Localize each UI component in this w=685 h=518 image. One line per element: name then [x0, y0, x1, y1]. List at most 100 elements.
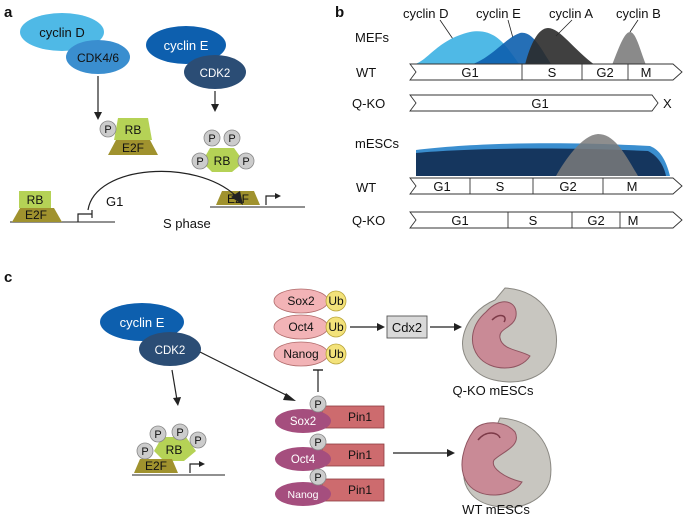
rb-shape [114, 118, 152, 140]
phase-g1: G1 [451, 213, 468, 228]
phase-g1: G1 [531, 96, 548, 111]
mescs-wt-label: WT [356, 180, 376, 195]
arrowhead [199, 461, 205, 467]
legend-cyclin-e: cyclin E [476, 6, 521, 21]
mescs-qko-label: Q-KO [352, 213, 385, 228]
mefs-wt-label: WT [356, 65, 376, 80]
cycle-arrow [409, 177, 683, 195]
arrowhead [283, 393, 296, 401]
legend-leader [507, 19, 514, 39]
embryo-detail [491, 314, 506, 323]
arrowhead [454, 323, 462, 331]
phosphate-icon [189, 431, 207, 449]
phosphate-icon [149, 425, 167, 443]
e2f-shape [12, 208, 62, 222]
phosphate-icon [309, 395, 327, 413]
s-phase-label: S phase [163, 216, 211, 231]
embryo-inner [461, 422, 523, 496]
rb-label: RB [125, 123, 142, 137]
rb-label: RB [214, 154, 231, 168]
embryo-detail [477, 432, 501, 441]
phase-m: M [627, 179, 638, 194]
legend-cyclin-a: cyclin A [549, 6, 593, 21]
arrowhead [211, 104, 219, 112]
promoter-arrow [189, 463, 200, 473]
phosphate-icon [171, 423, 189, 441]
ubiquitin-label: Ub [328, 294, 344, 308]
free-e2f-promoter: E2F [210, 191, 305, 208]
sox2-shape [275, 409, 331, 433]
oct4-ub-label: Oct4 [288, 320, 314, 334]
cyclin-e-shape [146, 26, 226, 64]
arrowhead [231, 191, 243, 205]
phosphate-label: P [314, 399, 321, 411]
panel-label-a: a [4, 4, 13, 21]
phosphate-label: P [196, 156, 203, 168]
nanog-ub-label: Nanog [283, 347, 318, 361]
cyclin-e-shape [100, 303, 184, 341]
cyclin-e-cdk2-complex-a: cyclin E CDK2 [146, 26, 246, 89]
phase-s: S [529, 213, 538, 228]
phosphate-icon [309, 433, 327, 451]
ubiquitin-icon [325, 290, 347, 312]
cdk2-shape [139, 332, 201, 366]
rb-shape [154, 437, 196, 461]
qko-mescs-label: Q-KO mESCs [453, 383, 534, 398]
mefs-wt-cell-cycle-bar: G1 S G2 M [409, 63, 683, 81]
cycle-arrow [409, 63, 683, 81]
panel-label-c: c [4, 269, 12, 286]
arrow-cdk2-to-rb-c [171, 369, 178, 401]
nanog-shape [275, 482, 331, 506]
phosphate-icon [203, 129, 221, 147]
promoter-arrow [265, 195, 276, 205]
wt-embryo-illustration [461, 417, 552, 508]
pin1-label: Pin1 [348, 448, 372, 462]
cyclin-e-label: cyclin E [120, 315, 165, 330]
phosphate-label: P [176, 427, 183, 439]
arrowhead [173, 397, 181, 406]
phosphate-label: P [228, 133, 235, 145]
phase-g1: G1 [433, 179, 450, 194]
phosphate-icon [309, 468, 327, 486]
e2f-label: E2F [25, 208, 47, 222]
arrow-cdk2-to-sox2 [199, 351, 291, 398]
mesc-cyclin-waves [416, 134, 670, 176]
mescs-qko-cell-cycle-bar: G1 S G2 M [409, 211, 683, 229]
e2f-label: E2F [145, 459, 167, 473]
arrest-mark: X [663, 96, 672, 111]
mefs-label: MEFs [355, 30, 389, 45]
phase-g2: G2 [587, 213, 604, 228]
phosphate-label: P [314, 472, 321, 484]
repressed-promoter [77, 213, 92, 222]
phase-s: S [548, 65, 557, 80]
mefs-qko-label: Q-KO [352, 96, 385, 111]
panel-label-b: b [335, 4, 344, 21]
legend-cyclin-b: cyclin B [616, 6, 661, 21]
g1-to-s-curve [87, 170, 237, 211]
cdk2-label: CDK2 [155, 345, 186, 357]
phase-g2: G2 [596, 65, 613, 80]
oct4-shape [275, 447, 331, 471]
ubiquitinated-tfs: Sox2 Ub Oct4 Ub Nanog Ub [273, 288, 347, 367]
legend-leader [629, 19, 639, 33]
e2f-shape [134, 459, 178, 473]
rb-shape [202, 148, 244, 172]
rb-shape [19, 191, 51, 208]
cyclin-d-label: cyclin D [39, 25, 85, 40]
free-e2f-promoter-c: E2F [132, 459, 225, 476]
phosphate-label: P [194, 435, 201, 447]
mefs-qko-cell-cycle-bar: G1 X [409, 94, 672, 112]
embryo-inner [471, 301, 531, 369]
sox2-ub-label: Sox2 [287, 294, 315, 308]
cyclin-b-wave [612, 32, 646, 65]
wt-mescs-label: WT mESCs [462, 502, 530, 517]
cdk46-label: CDK4/6 [77, 51, 119, 65]
cycle-arrow [409, 211, 683, 229]
mef-cyclin-waves [412, 28, 646, 65]
ubiquitin-icon [325, 343, 347, 365]
legend-cyclin-d: cyclin D [403, 6, 449, 21]
cdx2-box [386, 315, 428, 339]
mescs-wt-cell-cycle-bar: G1 S G2 M [409, 177, 683, 195]
cycle-arrow [409, 94, 659, 112]
